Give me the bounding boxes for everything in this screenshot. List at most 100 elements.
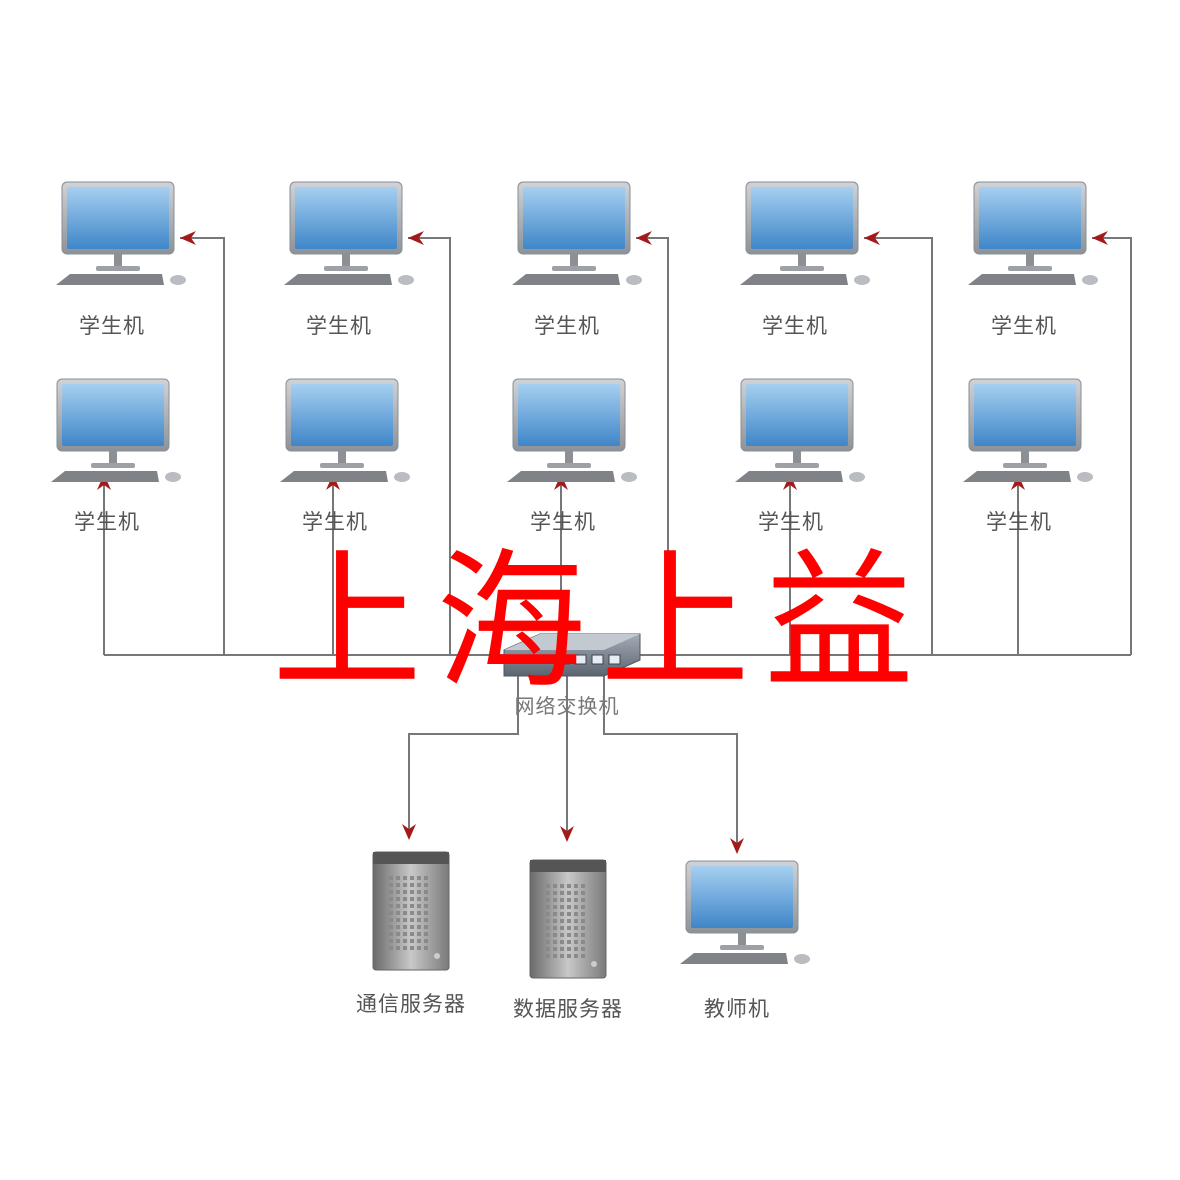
student-pc-top-2	[284, 181, 414, 285]
server-vent	[410, 932, 414, 936]
server-vent	[424, 946, 428, 950]
server-vent	[410, 897, 414, 901]
monitor-base	[320, 463, 364, 468]
student-pc-label-bottom-1: 学生机	[74, 510, 140, 534]
server-vent	[403, 946, 407, 950]
monitor-stand	[114, 254, 122, 266]
switch-top	[504, 634, 640, 650]
student-pc-top-1	[56, 181, 186, 285]
monitor-stand	[570, 254, 578, 266]
arrow-data-server	[560, 826, 574, 842]
data-server	[529, 859, 607, 979]
student-pc-top-4	[740, 181, 870, 285]
server-vent	[560, 947, 564, 951]
server-vent	[396, 932, 400, 936]
server-vent	[389, 932, 393, 936]
mouse-icon	[170, 275, 186, 285]
server-vent	[396, 890, 400, 894]
mouse-icon	[854, 275, 870, 285]
server-vent	[553, 912, 557, 916]
server-vent	[553, 954, 557, 958]
student-pc-bottom-2	[280, 378, 410, 482]
monitor-screen	[691, 866, 793, 928]
monitor-base	[96, 266, 140, 271]
keyboard-icon	[56, 274, 164, 285]
server-vent	[403, 918, 407, 922]
arrow-top-3	[636, 231, 652, 245]
monitor-screen	[523, 187, 625, 249]
server-vent	[424, 925, 428, 929]
server-vent	[560, 912, 564, 916]
server-vent	[553, 947, 557, 951]
server-vent	[553, 919, 557, 923]
server-vent	[581, 940, 585, 944]
monitor-stand	[798, 254, 806, 266]
switch-port-4	[608, 654, 621, 665]
mouse-icon	[1082, 275, 1098, 285]
server-vent	[581, 919, 585, 923]
student-pc-label-top-4: 学生机	[762, 314, 828, 338]
server-power-led	[591, 961, 597, 967]
network-switch-icon	[503, 633, 641, 677]
server-vent	[417, 897, 421, 901]
server-vent	[417, 939, 421, 943]
student-pc-label-top-5: 学生机	[991, 314, 1057, 338]
server-vent	[546, 884, 550, 888]
server-vent	[546, 933, 550, 937]
arrow-top-2	[408, 231, 424, 245]
monitor-screen	[979, 187, 1081, 249]
monitor-screen	[746, 384, 848, 446]
wire-top-1	[180, 237, 225, 655]
server-vent	[553, 884, 557, 888]
server-vent	[581, 933, 585, 937]
server-vent	[574, 926, 578, 930]
monitor-stand	[338, 451, 346, 463]
monitor-base	[780, 266, 824, 271]
comm-server	[372, 851, 450, 971]
monitor-stand	[738, 933, 746, 945]
mouse-icon	[398, 275, 414, 285]
server-vent	[403, 897, 407, 901]
monitor-base	[1008, 266, 1052, 271]
server-vent	[567, 912, 571, 916]
teacher-pc	[680, 860, 810, 964]
server-vent	[396, 897, 400, 901]
server-power-led	[434, 953, 440, 959]
keyboard-icon	[512, 274, 620, 285]
keyboard-icon	[968, 274, 1076, 285]
server-vent	[424, 897, 428, 901]
server-vent	[560, 905, 564, 909]
student-pc-top-3	[512, 181, 642, 285]
data-server-label: 数据服务器	[513, 997, 623, 1021]
server-vent	[567, 933, 571, 937]
server-vent	[574, 905, 578, 909]
server-vent	[567, 898, 571, 902]
server-vent	[396, 876, 400, 880]
server-vent	[396, 939, 400, 943]
server-vent	[424, 911, 428, 915]
wire-top-4	[864, 237, 933, 655]
server-vent	[396, 911, 400, 915]
server-vent	[417, 932, 421, 936]
server-vent	[546, 898, 550, 902]
server-vent	[574, 919, 578, 923]
student-pc-top-5	[968, 181, 1098, 285]
server-vent	[389, 911, 393, 915]
monitor-screen	[67, 187, 169, 249]
mouse-icon	[621, 472, 637, 482]
server-vent	[581, 926, 585, 930]
server-vent	[546, 947, 550, 951]
monitor-base	[720, 945, 764, 950]
keyboard-icon	[280, 471, 388, 482]
student-pc-bottom-3	[507, 378, 637, 482]
server-vent	[567, 940, 571, 944]
server-vent	[410, 925, 414, 929]
student-pc-bottom-4	[735, 378, 865, 482]
mouse-icon	[165, 472, 181, 482]
server-vent	[560, 891, 564, 895]
student-pc-label-top-2: 学生机	[306, 314, 372, 338]
monitor-stand	[793, 451, 801, 463]
server-vent	[546, 940, 550, 944]
server-vent	[403, 925, 407, 929]
student-pc-label-bottom-4: 学生机	[758, 510, 824, 534]
